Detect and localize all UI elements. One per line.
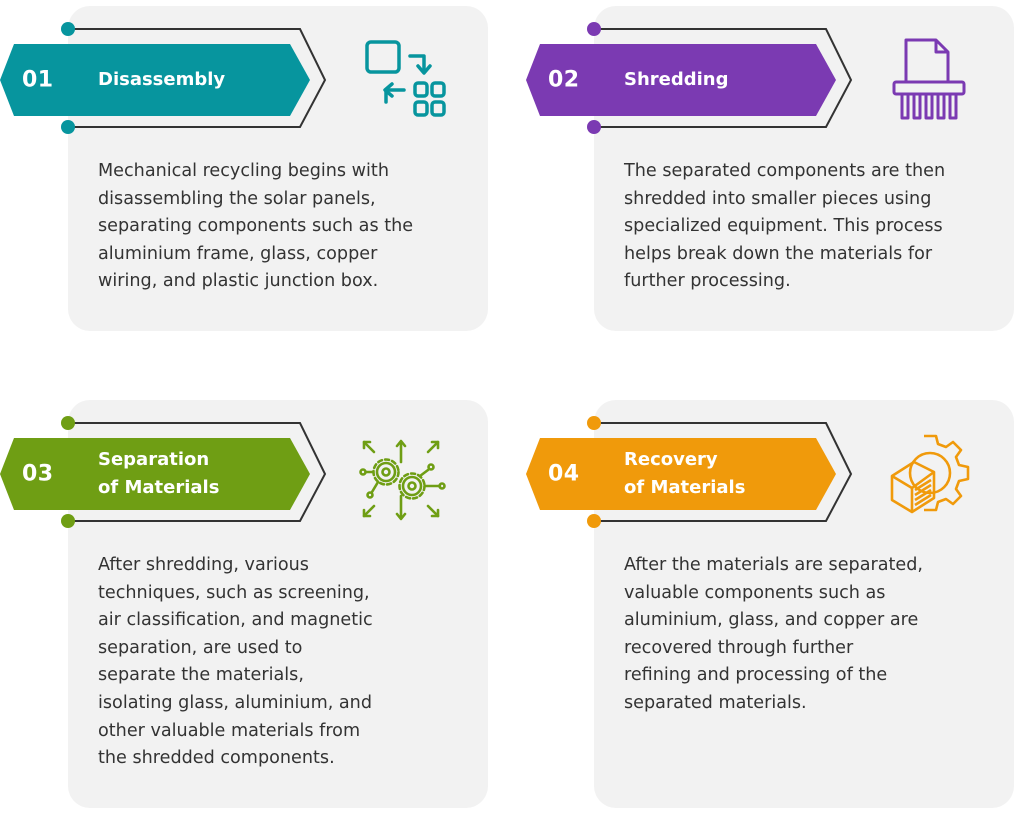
step-title: Shredding xyxy=(624,69,729,90)
step-title: Separation of Materials xyxy=(98,449,220,498)
step-banner-03: 03 Separation of Materials xyxy=(0,438,310,510)
step-number: 04 xyxy=(548,461,580,487)
step-description-03: After shredding, various techniques, suc… xyxy=(98,555,373,769)
connector-frame-04 xyxy=(587,416,853,528)
step-description-02: The separated components are then shredd… xyxy=(624,161,946,292)
step-description-01: Mechanical recycling begins with disasse… xyxy=(98,161,414,292)
step-banner-01: 01 Disassembly xyxy=(0,44,310,116)
connector-frame-01 xyxy=(61,22,327,134)
step-banner-02: 02 Shredding xyxy=(526,44,836,116)
gears-network-icon xyxy=(356,434,446,521)
material-gear-icon xyxy=(884,432,970,518)
step-description-04: After the materials are separated, valua… xyxy=(624,555,923,713)
step-number: 01 xyxy=(22,67,54,93)
step-number: 03 xyxy=(22,461,54,487)
connector-frame-02 xyxy=(587,22,853,134)
step-number: 02 xyxy=(548,67,580,93)
rearrange-icon xyxy=(362,38,448,124)
step-title: Recovery of Materials xyxy=(624,449,746,498)
step-banner-04: 04 Recovery of Materials xyxy=(526,438,836,510)
connector-frame-03 xyxy=(61,416,327,528)
step-title: Disassembly xyxy=(98,69,226,90)
shredder-icon xyxy=(888,38,974,124)
